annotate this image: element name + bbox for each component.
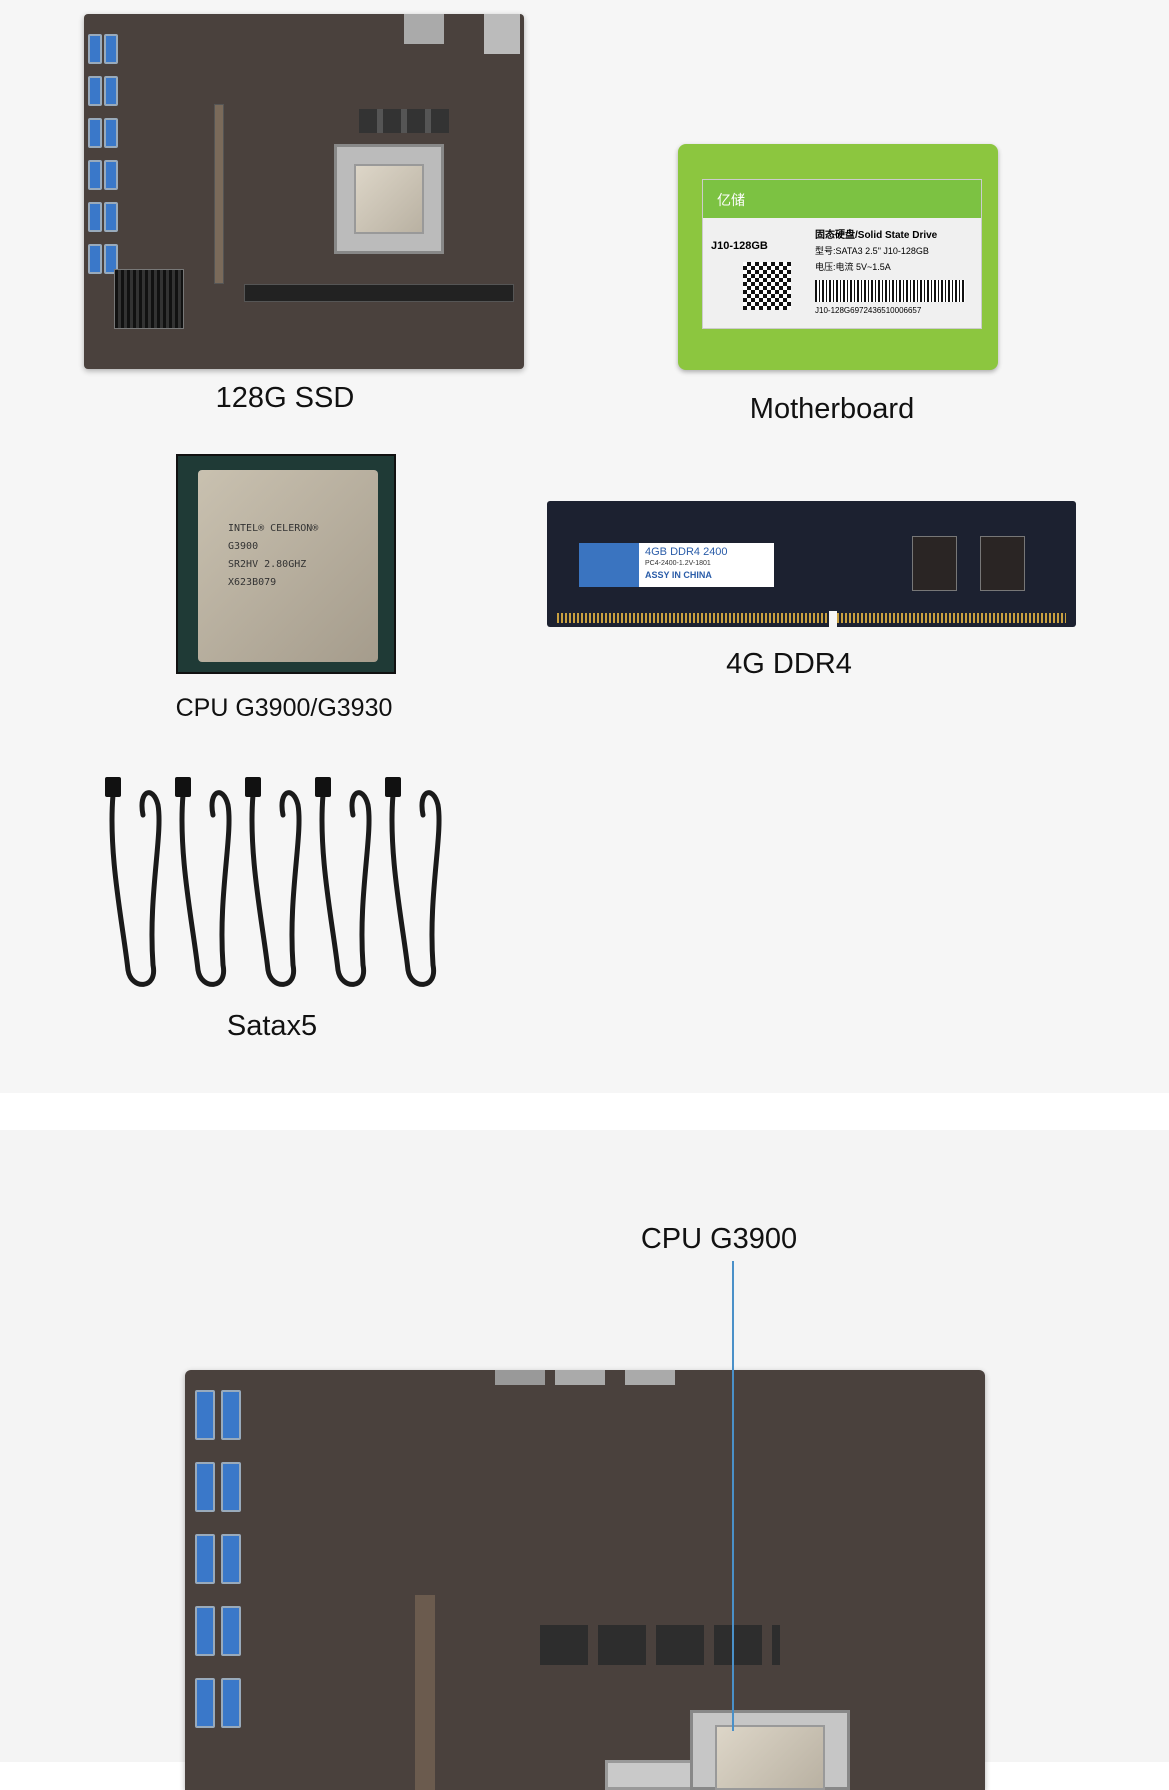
ssd-power: 电压:电流 5V~1.5A [815,262,891,272]
cpu-image: INTEL® CELERON® G3900 SR2HV 2.80GHZ X623… [176,454,396,674]
cpu-line-3: SR2HV 2.80GHZ [228,559,307,570]
item-label-sata: Satax5 [226,1010,318,1042]
ssd-brand: 亿储 [703,180,981,218]
ram-line-2: PC4-2400-1.2V-1801 [645,560,711,567]
cpu-line-4: X623B079 [228,577,277,588]
item-label-motherboard: Motherboard [749,393,915,425]
sata-cables-image [105,777,442,987]
callout-label-cpu: CPU G3900 [640,1223,798,1255]
callout-line [732,1261,734,1731]
item-label-ram: 4G DDR4 [726,648,852,680]
ssd-serial: J10-128G6972436510006657 [815,306,922,315]
item-label-cpu: CPU G3900/G3930 [175,694,393,722]
cpu-line-1: INTEL® CELERON® [228,523,319,534]
ssd-title: 固态硬盘/Solid State Drive [815,230,938,241]
cpu-line-2: G3900 [228,541,259,552]
components-section: 128G SSD 亿储 J10-128GB 固态硬盘/Solid State D… [84,14,1076,1042]
ssd-image: 亿储 J10-128GB 固态硬盘/Solid State Drive 型号:S… [678,144,998,370]
motherboard-image [84,14,524,369]
detail-section: CPU G3900 [0,1130,1169,1790]
ram-line-1: 4GB DDR4 2400 [645,546,728,558]
ssd-model: J10-128GB [711,240,768,252]
ram-line-3: ASSY IN CHINA [645,570,712,580]
item-label-ssd: 128G SSD [215,382,355,414]
ssd-spec: 型号:SATA3 2.5" J10-128GB [815,246,929,256]
ram-image: 4GB DDR4 2400 PC4-2400-1.2V-1801 ASSY IN… [547,501,1076,627]
motherboard-detail-image [185,1370,985,1790]
